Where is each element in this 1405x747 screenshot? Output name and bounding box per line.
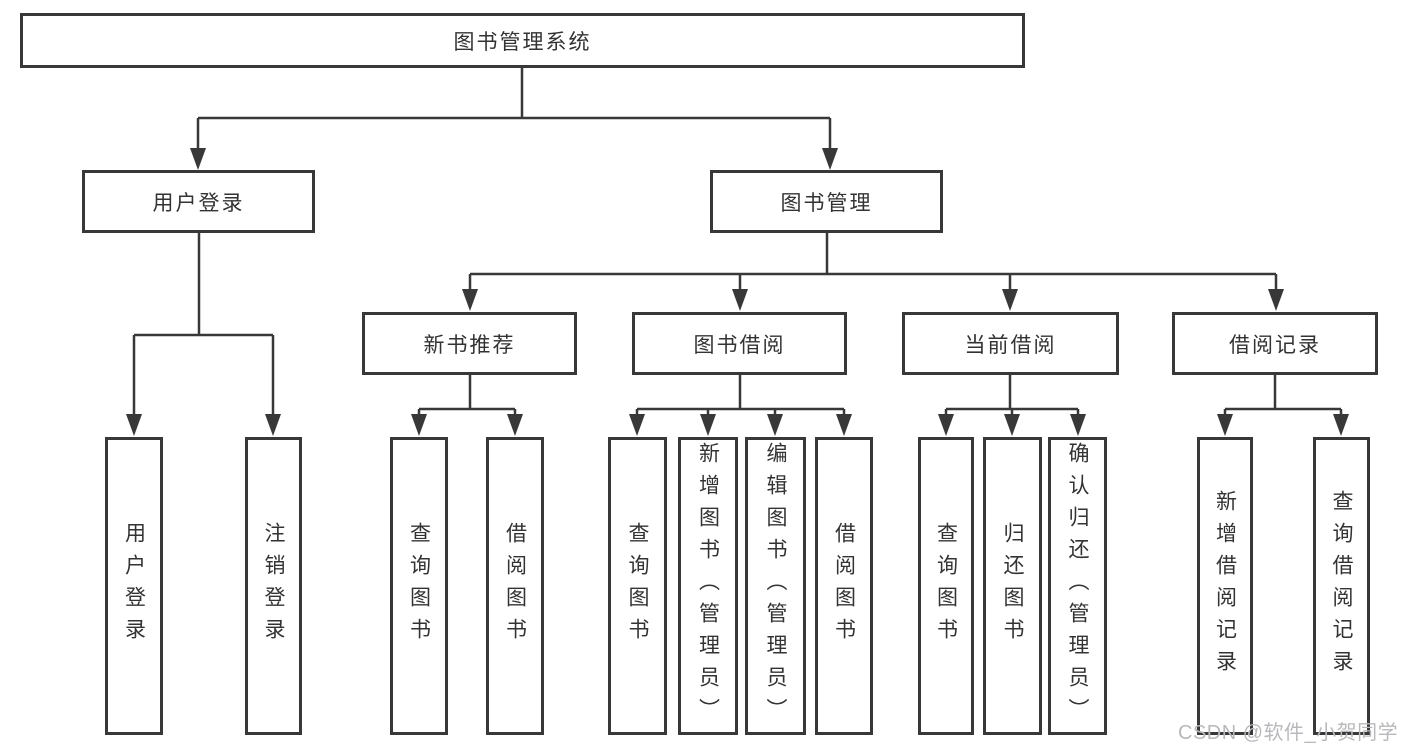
node-leaf-query-books-recommend: 查询图书 (390, 437, 448, 735)
node-leaf-query-books-borrowing: 查询图书 (608, 437, 667, 735)
node-leaf-logout: 注销登录 (245, 437, 302, 735)
node-book-management: 图书管理 (710, 170, 943, 233)
node-leaf-edit-book-admin: 编辑图书（管理员） (745, 437, 806, 735)
node-borrowing-records: 借阅记录 (1172, 312, 1378, 375)
node-leaf-return-book: 归还图书 (983, 437, 1042, 735)
node-leaf-borrow-books-recommend: 借阅图书 (486, 437, 544, 735)
node-leaf-borrow-books: 借阅图书 (815, 437, 873, 735)
node-book-borrowing: 图书借阅 (632, 312, 847, 375)
node-current-borrowing: 当前借阅 (902, 312, 1119, 375)
node-new-book-recommendation: 新书推荐 (362, 312, 577, 375)
node-library-management-system: 图书管理系统 (20, 13, 1025, 68)
node-leaf-confirm-return-admin: 确认归还（管理员） (1048, 437, 1107, 735)
node-user-login: 用户登录 (82, 170, 315, 233)
node-leaf-add-book-admin: 新增图书（管理员） (678, 437, 738, 735)
node-leaf-query-books-current: 查询图书 (918, 437, 974, 735)
node-leaf-query-borrow-record: 查询借阅记录 (1313, 437, 1370, 735)
node-leaf-add-borrow-record: 新增借阅记录 (1197, 437, 1253, 735)
node-leaf-user-login: 用户登录 (105, 437, 163, 735)
csdn-watermark: CSDN @软件_小贺同学 (1178, 722, 1399, 744)
